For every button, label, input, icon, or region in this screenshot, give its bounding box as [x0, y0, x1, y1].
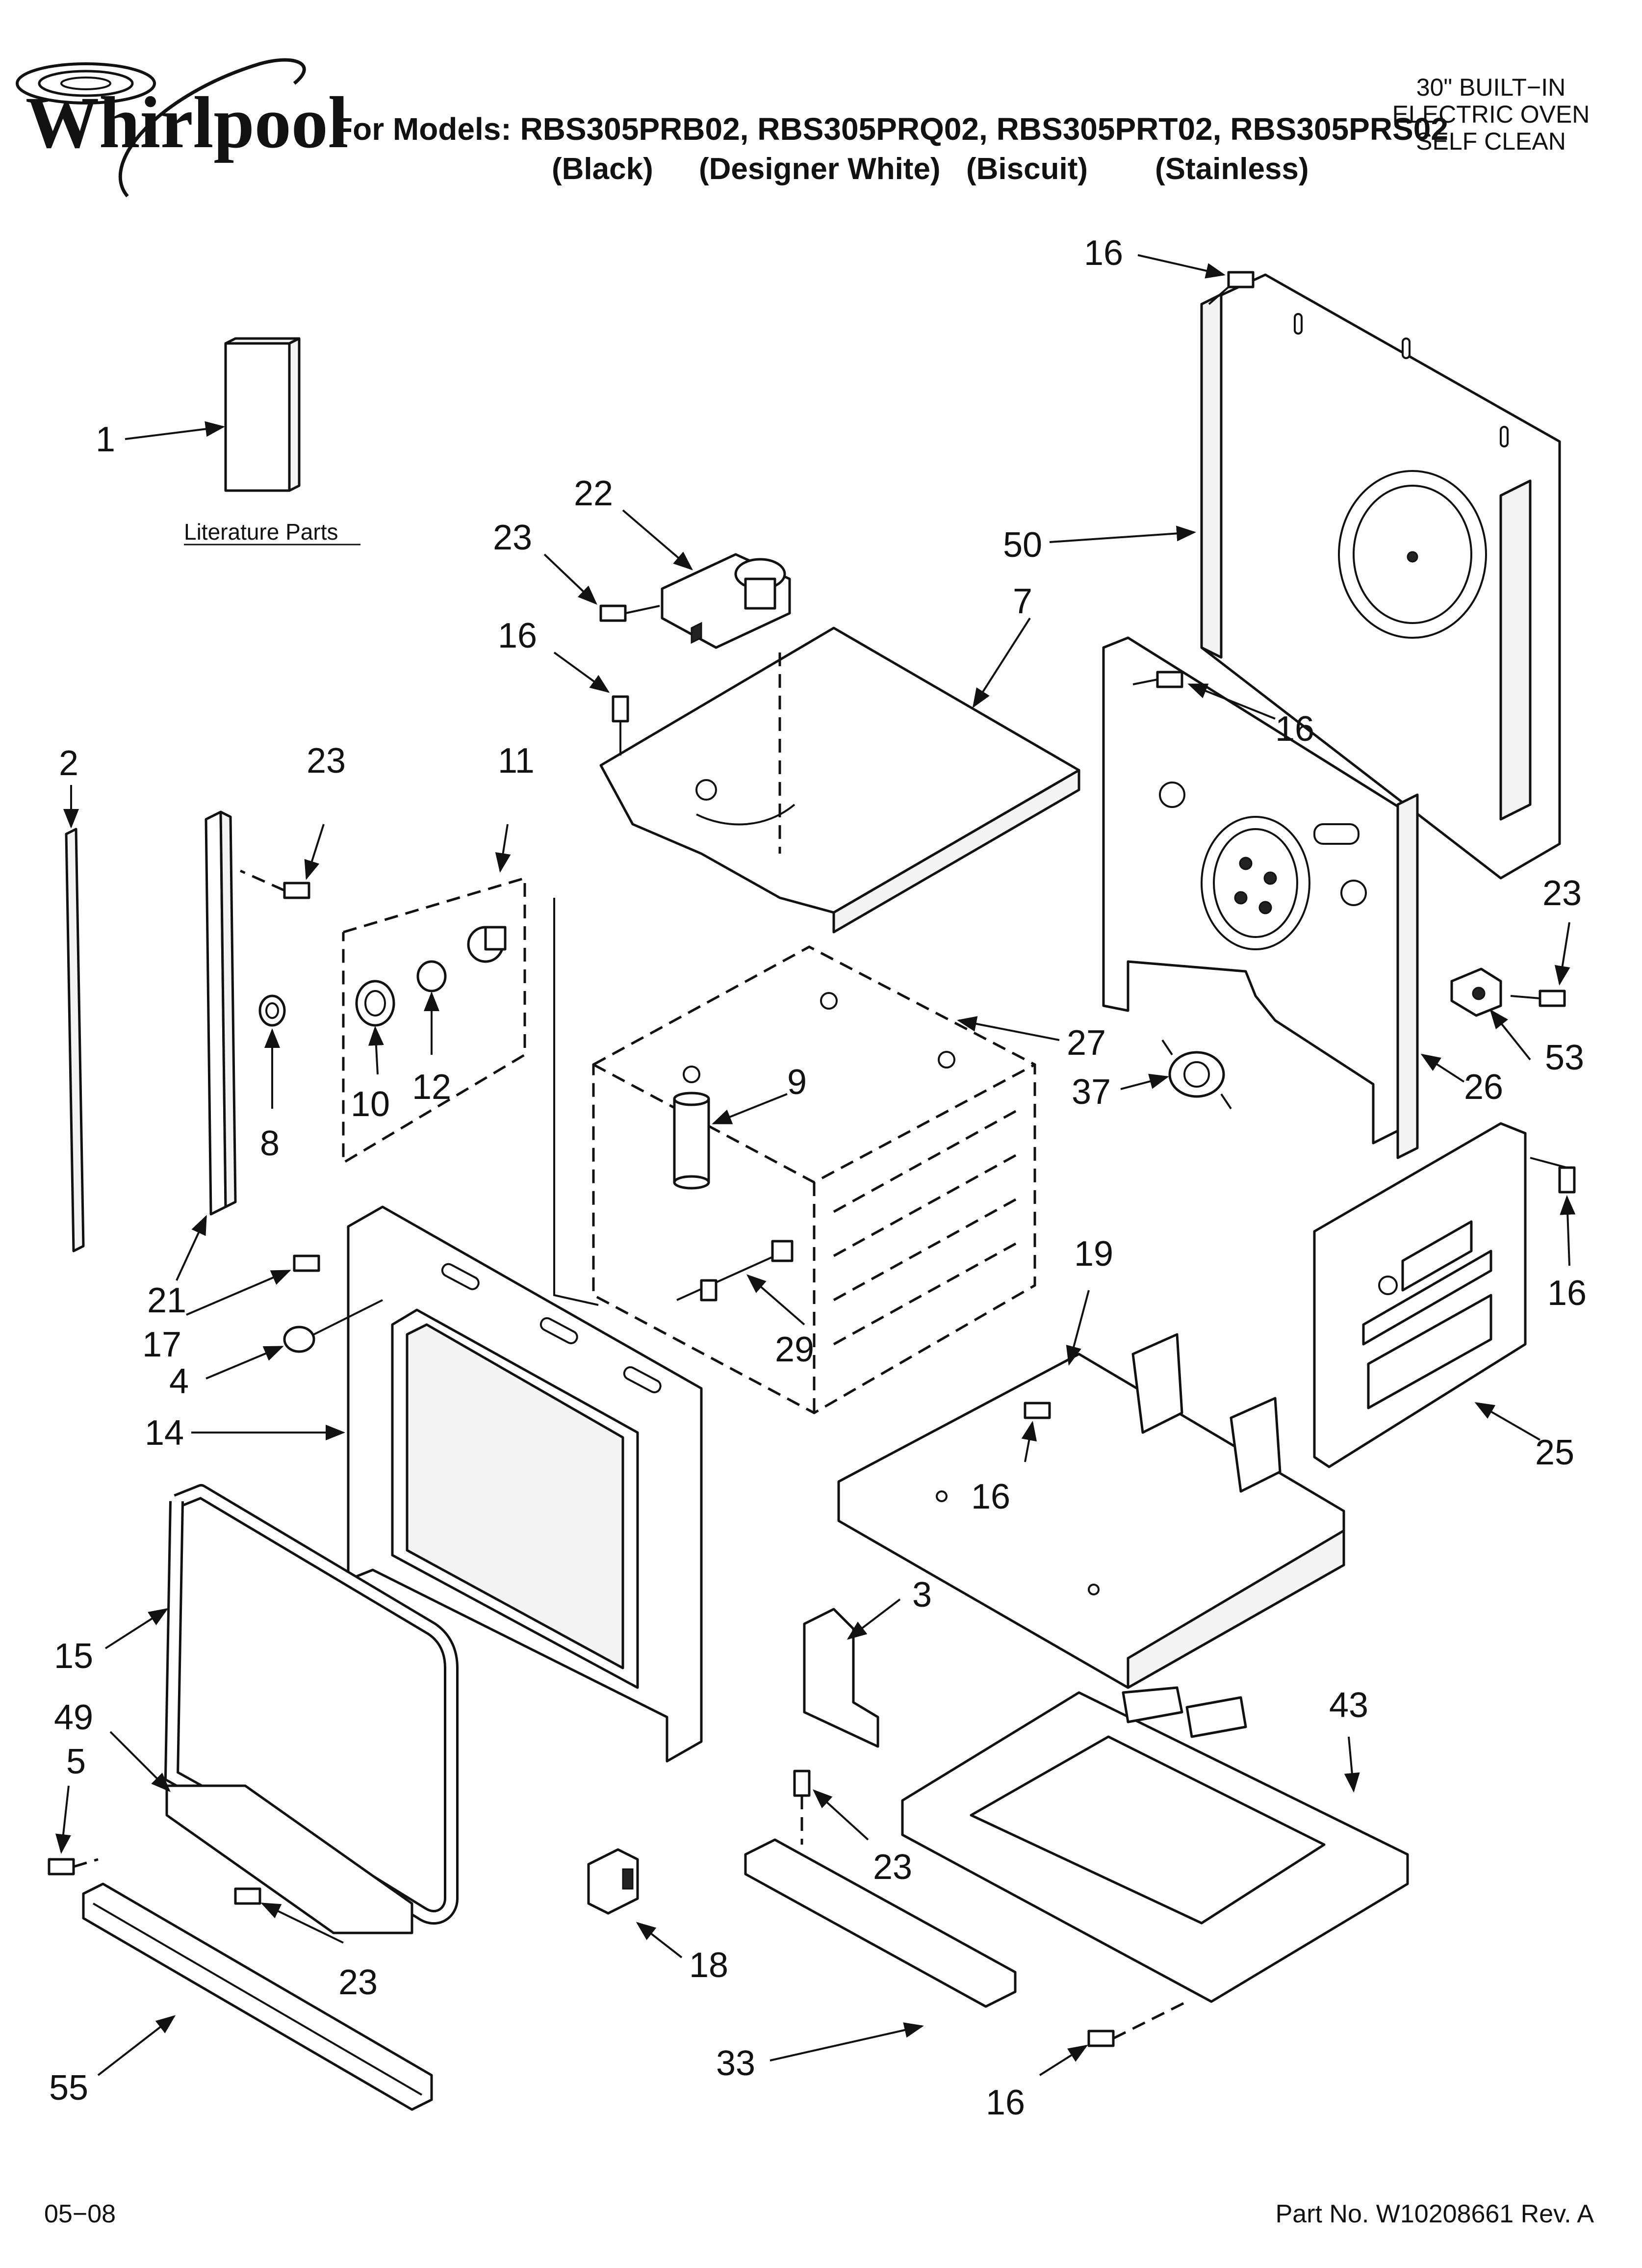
callout-16-frame: 16 — [1275, 709, 1314, 749]
callout-37: 37 — [1072, 1072, 1111, 1112]
part-9-vent-tube — [673, 1092, 710, 1190]
callout-26: 26 — [1464, 1068, 1503, 1107]
part-19-bottom-panel — [837, 1333, 1345, 1689]
part-4-bumper — [283, 1299, 383, 1353]
part-23-screw-right — [1510, 990, 1566, 1007]
callout-18: 18 — [689, 1946, 728, 1985]
part-7-top-panel — [599, 626, 1080, 934]
part-23-screw-latch — [599, 604, 660, 622]
part-17-screw — [293, 1254, 320, 1272]
callout-53: 53 — [1545, 1038, 1584, 1077]
callout-55: 55 — [49, 2068, 88, 2108]
callout-29: 29 — [775, 1330, 814, 1369]
part-29-sensor — [676, 1240, 794, 1302]
callout-50: 50 — [1003, 525, 1042, 565]
callout-49: 49 — [54, 1698, 93, 1737]
callout-25: 25 — [1535, 1433, 1574, 1472]
callout-14: 14 — [145, 1413, 184, 1453]
callout-22: 22 — [574, 474, 613, 513]
callout-33: 33 — [716, 2044, 755, 2083]
product-title-line-3: SELF CLEAN — [1416, 128, 1566, 155]
callout-19: 19 — [1074, 1234, 1113, 1274]
variant-designer-white: (Designer White) — [699, 152, 941, 186]
callout-1: 1 — [96, 420, 115, 459]
callout-15: 15 — [54, 1637, 93, 1676]
part-23-screw-bottom-left — [234, 1887, 261, 1905]
callout-16-top-panel: 16 — [498, 616, 537, 655]
part-49-insulation — [165, 1784, 413, 1934]
part-18-clip — [587, 1848, 639, 1915]
part-14-front-frame — [347, 1205, 703, 1763]
part-23-screw-bottom-middle — [793, 1770, 811, 1845]
part-26-back-frame — [1102, 636, 1419, 1159]
callout-17: 17 — [142, 1325, 181, 1364]
part-16-screw-side — [1530, 1157, 1576, 1194]
variant-stainless: (Stainless) — [1155, 152, 1309, 186]
callout-9: 9 — [787, 1063, 807, 1102]
callout-11: 11 — [498, 741, 535, 781]
part-11-lamp-assembly — [342, 876, 526, 1165]
part-23-screw-trim — [239, 869, 310, 899]
callout-23-right: 23 — [1542, 874, 1582, 913]
callout-16-bottom-panel: 16 — [971, 1477, 1010, 1516]
callout-21: 21 — [147, 1281, 186, 1320]
footer-part-number: Part No. W10208661 Rev. A — [1276, 2200, 1594, 2228]
product-title-line-1: 30" BUILT−IN — [1416, 74, 1565, 101]
part-1-literature — [224, 337, 301, 492]
brand-wordmark: Whirlpool — [26, 82, 348, 163]
callout-23-bottom-left: 23 — [338, 1963, 378, 2002]
part-21-side-trim — [205, 810, 237, 1216]
part-16-screw-top-panel — [612, 695, 629, 756]
part-8-bushing — [258, 994, 286, 1027]
footer-date: 05−08 — [44, 2200, 116, 2228]
part-16-screw-top — [1208, 271, 1255, 305]
callout-43: 43 — [1329, 1686, 1368, 1725]
part-37-thermal-cutout — [1161, 1039, 1232, 1110]
callout-4: 4 — [169, 1362, 189, 1401]
part-43-bottom-tray — [901, 1686, 1409, 2003]
callout-23-bottom-middle: 23 — [873, 1848, 912, 1887]
callout-3: 3 — [912, 1575, 932, 1615]
part-16-screw-bottom-panel — [1024, 1402, 1051, 1419]
callout-23-latch: 23 — [493, 518, 532, 557]
callout-8: 8 — [260, 1124, 280, 1163]
part-55-vent-trim — [82, 1882, 433, 2111]
part-22-latch — [661, 553, 791, 649]
part-25-side-panel — [1313, 1122, 1527, 1468]
part-53-bracket — [1450, 967, 1502, 1017]
part-50-rear-panel — [1200, 273, 1561, 880]
models-line: For Models: RBS305PRB02, RBS305PRQ02, RB… — [334, 111, 1448, 147]
part-3-hinge-bracket — [803, 1608, 879, 1748]
variant-black: (Black) — [552, 152, 653, 186]
part-5-screw — [48, 1858, 99, 1876]
callout-27: 27 — [1067, 1023, 1106, 1063]
callout-7: 7 — [1013, 582, 1032, 621]
callout-5: 5 — [66, 1742, 86, 1781]
callout-12: 12 — [412, 1068, 451, 1107]
product-title-line-2: ELECTRIC OVEN — [1392, 101, 1590, 128]
callout-2: 2 — [59, 744, 78, 783]
part-16-screw-frame — [1132, 671, 1183, 688]
callout-16-side: 16 — [1547, 1274, 1587, 1313]
part-2-trim-strip — [65, 828, 85, 1252]
part-27-oven-cavity — [592, 945, 1036, 1414]
callout-23-trim: 23 — [307, 741, 346, 781]
whirlpool-logo: Whirlpool — [16, 58, 348, 198]
callout-10: 10 — [351, 1085, 390, 1124]
variant-biscuit: (Biscuit) — [966, 152, 1088, 186]
callout-16-top: 16 — [1084, 234, 1123, 273]
callout-16-bottom-tray: 16 — [986, 2083, 1025, 2122]
literature-parts-label: Literature Parts — [184, 519, 338, 545]
part-16-screw-bottom-tray — [1087, 2000, 1188, 2047]
part-33-lower-trim — [744, 1838, 1017, 2008]
